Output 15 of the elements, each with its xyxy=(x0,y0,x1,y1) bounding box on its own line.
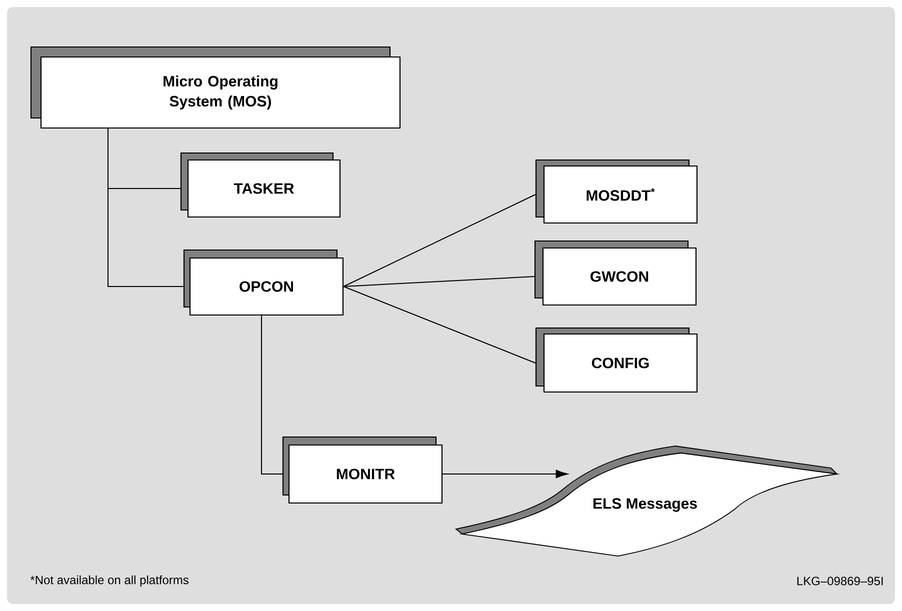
connector-line xyxy=(343,276,535,287)
stacked-box: TASKER xyxy=(180,152,341,218)
stacked-box: GWCON xyxy=(534,240,697,306)
stacked-box: MOSDDT$^{*}$ xyxy=(535,159,698,224)
stacked-box: MONITR xyxy=(282,436,443,504)
arrow xyxy=(442,470,568,478)
stacked-box: CONFIG xyxy=(535,327,698,393)
figure-number: LKG–09869–95I xyxy=(797,576,883,586)
footnote: *Not available on all platforms xyxy=(30,575,188,587)
connector-line xyxy=(343,286,536,364)
stacked-box: Micro Operating System (MOS) xyxy=(30,46,401,129)
connector-line xyxy=(108,128,184,287)
connector-line xyxy=(261,315,283,474)
connector-line xyxy=(343,194,536,287)
stacked-box: OPCON xyxy=(183,249,344,316)
